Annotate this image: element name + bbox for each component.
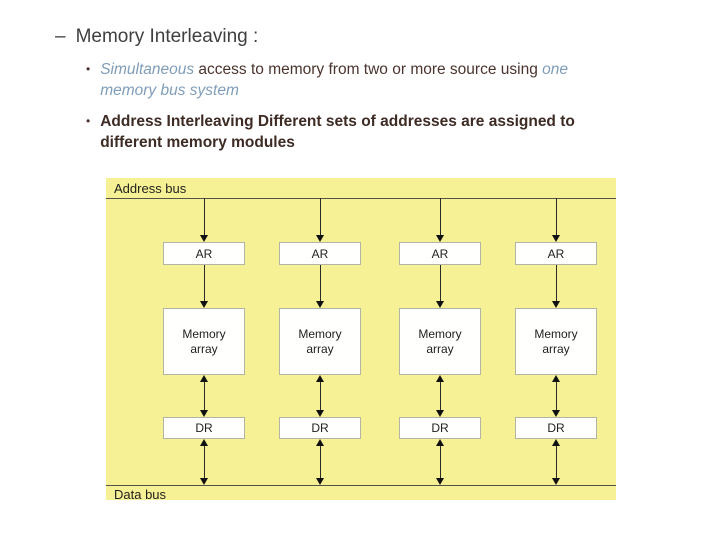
address-line: [319, 198, 321, 235]
arrow-up-icon: [551, 375, 560, 382]
address-bus-line: [106, 198, 616, 199]
arrow-down-icon: [315, 478, 324, 485]
arrow-down-icon: [199, 235, 208, 242]
memory-to-dr-line: [203, 382, 205, 410]
arrow-down-icon: [435, 410, 444, 417]
memory-to-dr-line: [555, 382, 557, 410]
arrow-up-icon: [199, 439, 208, 446]
bullet-2-text: Address Interleaving Different sets of a…: [100, 111, 678, 153]
arrow-up-icon: [551, 439, 560, 446]
ar-to-memory-line: [319, 265, 321, 301]
bullet-item-2: • Address Interleaving Different sets of…: [86, 111, 678, 153]
bullet-list: • Simultaneous access to memory from two…: [86, 59, 678, 163]
dr-box: DR: [399, 417, 481, 439]
ar-box: AR: [279, 242, 361, 265]
dr-box: DR: [515, 417, 597, 439]
arrow-down-icon: [199, 478, 208, 485]
bullet-1-italic-lead: Simultaneous: [100, 61, 195, 78]
data-bus-label: Data bus: [114, 487, 167, 502]
memory-to-dr-line: [319, 382, 321, 410]
address-line: [555, 198, 557, 235]
arrow-up-icon: [199, 375, 208, 382]
title-dash: –: [55, 26, 66, 47]
address-line: [439, 198, 441, 235]
arrow-down-icon: [435, 478, 444, 485]
arrow-down-icon: [199, 410, 208, 417]
data-bus-line: [106, 485, 616, 486]
arrow-up-icon: [435, 375, 444, 382]
memory-to-dr-line: [439, 382, 441, 410]
memory-array-box: Memory array: [163, 308, 245, 375]
slide-title: – Memory Interleaving :: [55, 25, 258, 49]
bullet-1-italic-tail: memory bus system: [100, 82, 239, 99]
address-bus-label: Address bus: [114, 181, 187, 196]
memory-array-box: Memory array: [279, 308, 361, 375]
ar-box: AR: [515, 242, 597, 265]
arrow-down-icon: [551, 235, 560, 242]
bullet-1-plain: access to memory from two or more source…: [194, 61, 543, 78]
arrow-down-icon: [315, 301, 324, 308]
memory-interleaving-diagram: Address bus Data bus AR Memory array DR …: [106, 178, 616, 502]
arrow-down-icon: [315, 235, 324, 242]
ar-box: AR: [163, 242, 245, 265]
bullet-1-text: Simultaneous access to memory from two o…: [100, 59, 678, 101]
memory-module-column-1: AR Memory array DR: [163, 178, 245, 500]
address-line: [203, 198, 205, 235]
memory-module-column-2: AR Memory array DR: [279, 178, 361, 500]
arrow-down-icon: [551, 410, 560, 417]
memory-array-box: Memory array: [515, 308, 597, 375]
arrow-down-icon: [199, 301, 208, 308]
ar-box: AR: [399, 242, 481, 265]
memory-module-column-3: AR Memory array DR: [399, 178, 481, 500]
dr-to-databus-line: [439, 446, 441, 478]
ar-to-memory-line: [439, 265, 441, 301]
dr-to-databus-line: [319, 446, 321, 478]
arrow-up-icon: [435, 439, 444, 446]
memory-module-column-4: AR Memory array DR: [515, 178, 597, 500]
ar-to-memory-line: [203, 265, 205, 301]
dr-to-databus-line: [203, 446, 205, 478]
page-title: Memory Interleaving :: [75, 26, 259, 47]
dr-box: DR: [163, 417, 245, 439]
bullet-dot: •: [86, 114, 91, 128]
bullet-2-line2: different memory modules: [100, 134, 295, 151]
ar-to-memory-line: [555, 265, 557, 301]
bullet-2-line1: Address Interleaving Different sets of a…: [100, 113, 575, 130]
bullet-1-italic-one: one: [542, 61, 569, 78]
bullet-item-1: • Simultaneous access to memory from two…: [86, 59, 678, 101]
memory-array-box: Memory array: [399, 308, 481, 375]
arrow-up-icon: [315, 375, 324, 382]
arrow-down-icon: [551, 478, 560, 485]
dr-to-databus-line: [555, 446, 557, 478]
bullet-dot: •: [86, 62, 91, 76]
arrow-down-icon: [435, 235, 444, 242]
arrow-down-icon: [435, 301, 444, 308]
arrow-up-icon: [315, 439, 324, 446]
dr-box: DR: [279, 417, 361, 439]
arrow-down-icon: [551, 301, 560, 308]
arrow-down-icon: [315, 410, 324, 417]
